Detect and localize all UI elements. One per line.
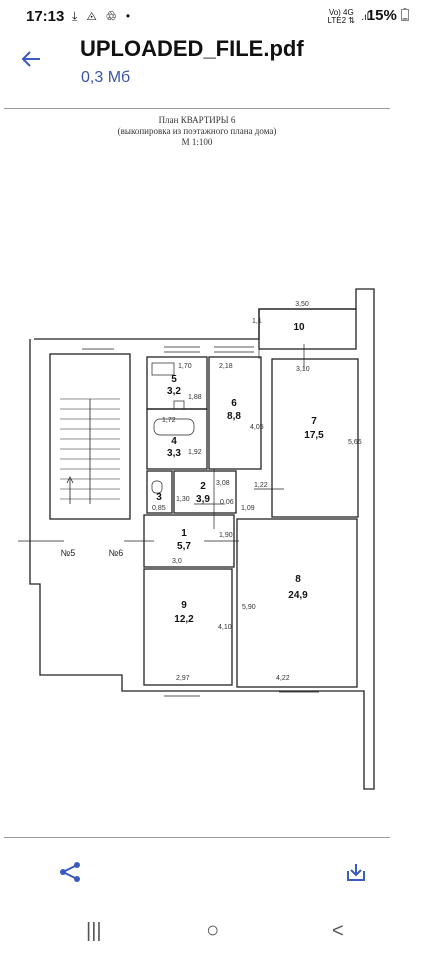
battery-percent: 15% (366, 7, 397, 24)
nav-back-button[interactable]: < (332, 920, 344, 942)
room-3-number: 3 (156, 492, 162, 503)
network-top: Vo) 4G (328, 8, 354, 17)
dim-label: 1,30 (176, 496, 190, 503)
stair-label-5: №5 (61, 548, 76, 558)
dim-label: 0,06 (220, 499, 234, 506)
status-time: 17:13 (26, 8, 65, 25)
room-2-number: 2 (200, 481, 206, 492)
dim-label: 1,70 (178, 363, 192, 370)
status-bar: 17:13 ⤓ ◬ ♲ • Vo) 4G LTE2 ⇅ .ıl 15% (0, 0, 431, 34)
room-4-number: 4 (171, 436, 177, 447)
dim-label: 1,72 (162, 417, 176, 424)
battery-icon (401, 8, 409, 21)
dim-label: 4,22 (276, 675, 290, 682)
room-7-number: 7 (311, 416, 317, 427)
dim-label: 3,10 (296, 366, 310, 373)
back-arrow-icon[interactable] (20, 48, 42, 70)
room-6-number: 6 (231, 398, 237, 409)
room-8-area: 24,9 (288, 590, 308, 601)
room-5-area: 3,2 (167, 386, 181, 397)
plan-scale: М 1:100 (181, 137, 213, 147)
room-4-area: 3,3 (167, 448, 181, 459)
share-icon[interactable] (58, 860, 82, 884)
plan-header: План КВАРТИРЫ 6 (выкопировка из поэтажно… (4, 115, 390, 148)
room-7-area: 17,5 (304, 430, 324, 441)
room-10-number: 10 (293, 322, 305, 333)
dim-label: 5,90 (242, 604, 256, 611)
app-header: UPLOADED_FILE.pdf 0,3 Мб (0, 28, 431, 100)
dim-label: 1,90 (219, 532, 233, 539)
dim-label: 1,88 (188, 394, 202, 401)
download-icon[interactable] (344, 860, 368, 884)
document-preview[interactable]: План КВАРТИРЫ 6 (выкопировка из поэтажно… (4, 108, 390, 838)
signal-icon: .ıl (361, 12, 369, 23)
battery-indicator: 15% (367, 7, 409, 24)
home-button[interactable]: ○ (206, 917, 220, 942)
file-size: 0,3 Мб (81, 69, 131, 86)
network-bottom: LTE2 ⇅ (327, 16, 355, 25)
dim-label: 1,09 (241, 505, 255, 512)
network-indicator: Vo) 4G LTE2 ⇅ (328, 9, 355, 25)
dim-label: 1,1 (252, 318, 262, 325)
room-5-number: 5 (171, 374, 177, 385)
room-9-number: 9 (181, 600, 187, 611)
plan-subtitle: (выкопировка из поэтажного плана дома) (117, 126, 277, 136)
dim-label: 5,65 (348, 439, 362, 446)
room-1-number: 1 (181, 528, 187, 539)
dim-label: 2,97 (176, 675, 190, 682)
dim-label: 3,50 (295, 301, 309, 308)
dim-label: 0,85 (152, 505, 166, 512)
dim-label: 2,18 (219, 363, 233, 370)
room-9-area: 12,2 (174, 614, 194, 625)
room-1-area: 5,7 (177, 541, 191, 552)
dim-label: 3,0 (172, 558, 182, 565)
recents-button[interactable]: ||| (86, 920, 102, 942)
room-2-area: 3,9 (196, 494, 210, 505)
dim-label: 1,92 (188, 449, 202, 456)
room-8-number: 8 (295, 574, 301, 585)
stair-label-6: №6 (109, 548, 124, 558)
file-title: UPLOADED_FILE.pdf (80, 36, 304, 61)
dim-label: 4,10 (218, 624, 232, 631)
system-navigation-bar: ||| ○ < (0, 910, 431, 960)
dim-label: 1,22 (254, 482, 268, 489)
notification-icons: ⤓ ◬ ♲ • (72, 9, 134, 23)
dim-label: 3,08 (216, 480, 230, 487)
room-6-area: 8,8 (227, 411, 241, 422)
bottom-action-bar (0, 846, 431, 906)
plan-title: План КВАРТИРЫ 6 (158, 115, 236, 125)
dim-label: 4,05 (250, 424, 264, 431)
floor-plan: 10 5 3,2 6 8,8 7 17,5 4 3,3 3 2 3,9 1 5,… (18, 288, 375, 790)
